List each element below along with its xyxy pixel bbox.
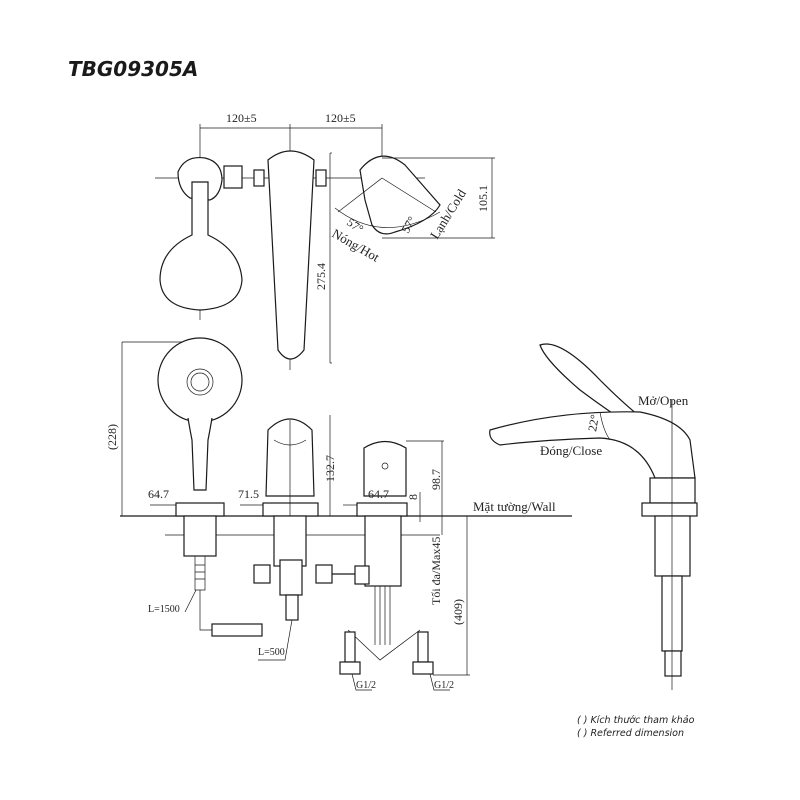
dim-409: (409) [451, 599, 465, 625]
dim-71-5: 71.5 [238, 487, 259, 501]
dim-275-4: 275.4 [314, 263, 328, 290]
note-vi: ( ) Kích thước tham khảo [577, 715, 695, 726]
max-thickness-label: Tối đa/Max45 [429, 537, 443, 605]
note-en: ( ) Referred dimension [577, 728, 684, 739]
handle-top [359, 155, 441, 235]
dim-64-7-shower: 64.7 [148, 487, 169, 501]
shower-holder-top [177, 156, 223, 201]
wall-label: Mặt tường/Wall [473, 499, 556, 514]
close-label: Đóng/Close [540, 443, 602, 458]
shower-head-top [159, 181, 243, 311]
hose-length-1500: L=1500 [148, 604, 180, 615]
dim-120-left: 120±5 [226, 111, 257, 125]
inlet-left-label: G1/2 [356, 680, 376, 691]
shower-head-front [157, 337, 243, 423]
product-code-title: TBG09305A [68, 57, 198, 81]
dim-105-1: 105.1 [476, 185, 490, 212]
dim-120-right: 120±5 [325, 111, 356, 125]
dim-64-7-handle: 64.7 [368, 487, 389, 501]
inlet-right-label: G1/2 [434, 680, 454, 691]
hose-nut-top [223, 165, 243, 189]
hose-length-500: L=500 [258, 647, 285, 658]
open-label: Mở/Open [638, 393, 689, 408]
dim-8: 8 [406, 494, 420, 500]
top-view: 120±5 120±5 275.4 105.1 57° 57° Nóng/Hot… [155, 111, 495, 370]
dim-132-7: 132.7 [323, 455, 337, 482]
side-view: Mở/Open 22° Đóng/Close [489, 343, 698, 690]
spout-side [489, 411, 696, 479]
dim-228: (228) [105, 424, 119, 450]
front-view: Mặt tường/Wall (228) 64.7 L=1500 71.5 13… [105, 337, 572, 691]
dim-98-7: 98.7 [429, 469, 443, 490]
side-angle: 22° [585, 413, 602, 432]
spout-top [267, 150, 315, 360]
